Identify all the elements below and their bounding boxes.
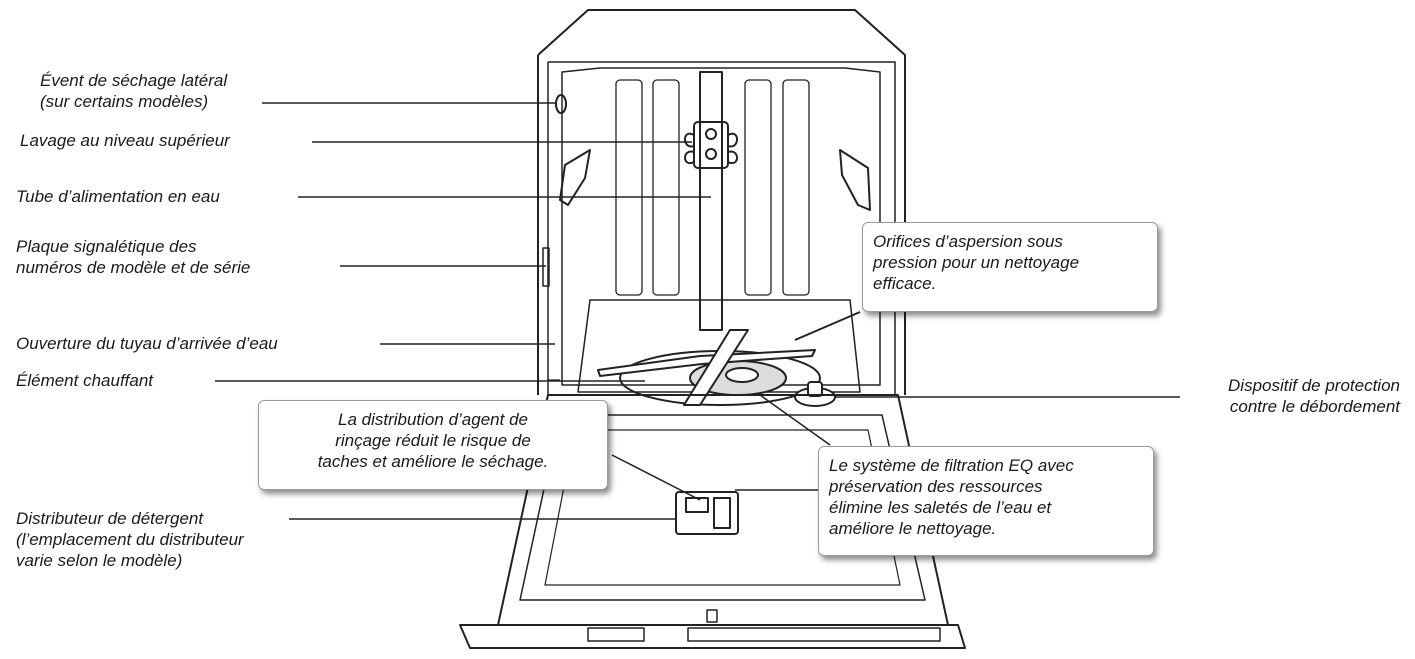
door-inner-panel	[519, 414, 926, 601]
dishwasher-illustration	[459, 9, 966, 649]
leader-rinse	[611, 454, 701, 501]
tub-inner	[561, 67, 881, 386]
back-panel	[782, 79, 810, 296]
door-latch	[706, 609, 718, 623]
label-inlet: Ouverture du tuyau d’arrivée d’eau	[16, 334, 278, 353]
back-panel	[652, 79, 680, 296]
tub-side-marks	[548, 379, 560, 396]
leader-lines	[215, 102, 1180, 520]
door-bottom	[459, 624, 966, 649]
label-rating-plate: Plaque signalétique des numéros de modèl…	[16, 237, 251, 277]
callout-rinse-aid: La distribution d’agent de rinçage rédui…	[258, 400, 608, 490]
upper-wash-wing	[684, 132, 738, 165]
back-panel	[744, 79, 772, 296]
rating-plate	[542, 247, 550, 287]
label-overfill: Dispositif de protection contre le débor…	[1228, 376, 1400, 416]
label-detergent: Distributeur de détergent (l’emplacement…	[16, 509, 244, 570]
lower-spray-arm-cross	[683, 329, 749, 406]
label-side-vent: Évent de séchage latéral (sur certains m…	[40, 71, 228, 111]
left-rack-clip	[559, 149, 591, 206]
label-water-tube: Tube d’alimentation en eau	[16, 187, 220, 206]
upper-wash-nozzle	[705, 148, 717, 160]
overfill-float-cap	[807, 381, 823, 397]
spray-arm-pointer	[794, 311, 861, 341]
door-inner-lip	[544, 429, 901, 586]
upper-wash-nozzle	[705, 128, 717, 140]
door-vent-right	[687, 627, 941, 642]
cabinet-outline	[537, 9, 906, 395]
callout-spray-jets: Orifices d’aspersion sous pression pour …	[862, 222, 1158, 312]
side-vent	[555, 94, 567, 114]
upper-wash-arm	[693, 121, 729, 169]
door-vent-left	[587, 627, 645, 642]
label-heater: Élément chauffant	[16, 371, 154, 390]
right-rack-clip	[839, 149, 871, 211]
filter-cap	[725, 367, 759, 383]
leader-filter	[759, 394, 831, 446]
water-feed-tube	[699, 71, 723, 331]
callout-filtration: Le système de filtration EQ avec préserv…	[818, 446, 1154, 556]
back-panel	[615, 79, 643, 296]
tub-floor	[577, 299, 861, 393]
label-upper-wash: Lavage au niveau supérieur	[20, 131, 230, 150]
lower-spray-arm	[597, 349, 816, 377]
dispenser-lid	[685, 497, 709, 513]
dispenser-cup	[713, 497, 731, 529]
